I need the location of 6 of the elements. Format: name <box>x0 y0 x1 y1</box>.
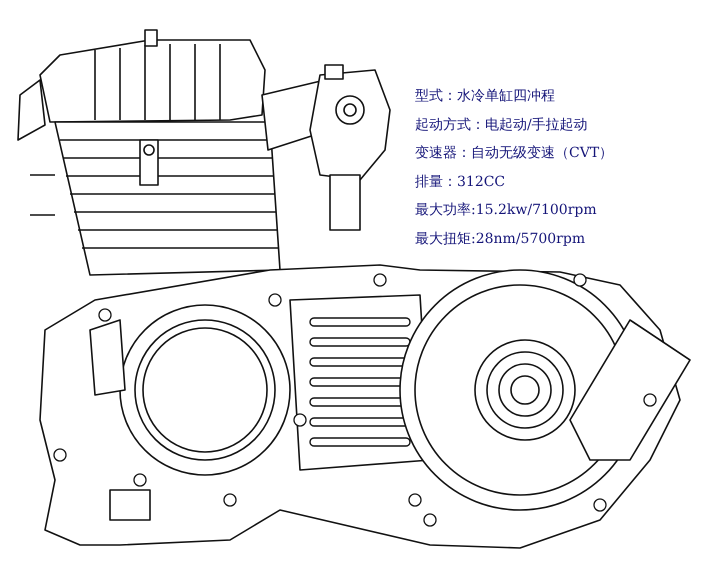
spec-text: 型式：水冷单缸四冲程 <box>415 87 555 105</box>
spec-text: 最大功率:15.2kw/7100rpm <box>415 201 597 219</box>
spec-text: 起动方式：电起动/手拉起动 <box>415 116 588 134</box>
spec-text: 排量：312CC <box>415 172 506 190</box>
spec-text: 变速器：自动无级变速（CVT） <box>415 144 614 162</box>
spec-text: 最大扭矩:28nm/5700rpm <box>415 230 586 248</box>
